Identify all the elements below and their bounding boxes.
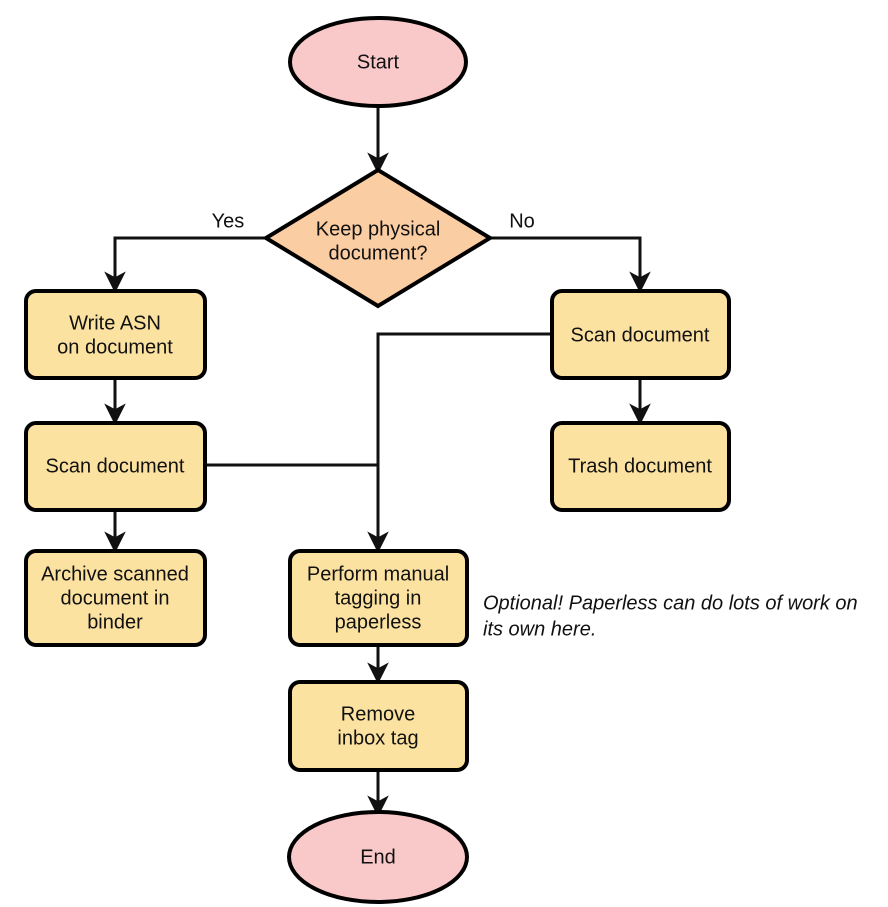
decision-label-line-2: document? (329, 242, 428, 264)
end-label: End (360, 846, 396, 868)
node-scan-document-left[interactable]: Scan document (24, 421, 207, 512)
archive-label-line-2: document in (61, 587, 170, 609)
edge-decision-no-to-scan-right (490, 236, 651, 294)
node-trash-document[interactable]: Trash document (550, 421, 731, 512)
write-asn-label-line-1: Write ASN (69, 312, 161, 334)
remove-inbox-tag-box (288, 680, 469, 772)
node-remove-inbox-tag[interactable]: Remove inbox tag (288, 680, 469, 772)
archive-label-line-3: binder (87, 611, 143, 633)
decision-diamond (262, 167, 494, 309)
trash-document-label: Trash document (568, 455, 712, 477)
edge-decision-yes-to-write-asn (104, 236, 266, 294)
tagging-box (288, 549, 469, 647)
node-keep-physical-document-decision[interactable]: Keep physical document? (262, 167, 494, 309)
write-asn-box (24, 289, 207, 380)
node-perform-manual-tagging[interactable]: Perform manual tagging in paperless (288, 549, 469, 647)
scan-document-right-label: Scan document (571, 324, 710, 346)
remove-inbox-tag-label-line-1: Remove (341, 703, 415, 725)
start-label: Start (357, 51, 400, 73)
node-archive-scanned-document[interactable]: Archive scanned document in binder (24, 549, 207, 647)
edge-label-no: No (509, 210, 535, 232)
scan-document-left-label: Scan document (46, 455, 185, 477)
node-end[interactable]: End (287, 810, 469, 904)
annotation-line-2: its own here. (483, 618, 596, 640)
edge-label-yes: Yes (212, 210, 245, 232)
tagging-label-line-2: tagging in (335, 587, 422, 609)
archive-box (24, 549, 207, 647)
scan-document-right-box (550, 289, 731, 380)
annotation-line-1: Optional! Paperless can do lots of work … (483, 592, 858, 614)
node-start[interactable]: Start (288, 16, 468, 108)
edge-layer (104, 105, 651, 818)
node-scan-document-right[interactable]: Scan document (550, 289, 731, 380)
tagging-label-line-3: paperless (335, 611, 422, 633)
node-write-asn[interactable]: Write ASN on document (24, 289, 207, 380)
annotation-optional-note: Optional! Paperless can do lots of work … (483, 592, 858, 640)
archive-label-line-1: Archive scanned (41, 563, 189, 585)
trash-document-box (550, 421, 731, 512)
start-ellipse (288, 16, 468, 108)
remove-inbox-tag-label-line-2: inbox tag (337, 727, 418, 749)
edge-scan-right-to-tagging (367, 332, 552, 554)
end-ellipse (287, 810, 469, 904)
decision-label-line-1: Keep physical (316, 218, 441, 240)
scan-document-left-box (24, 421, 207, 512)
tagging-label-line-1: Perform manual (307, 563, 449, 585)
write-asn-label-line-2: on document (57, 336, 173, 358)
